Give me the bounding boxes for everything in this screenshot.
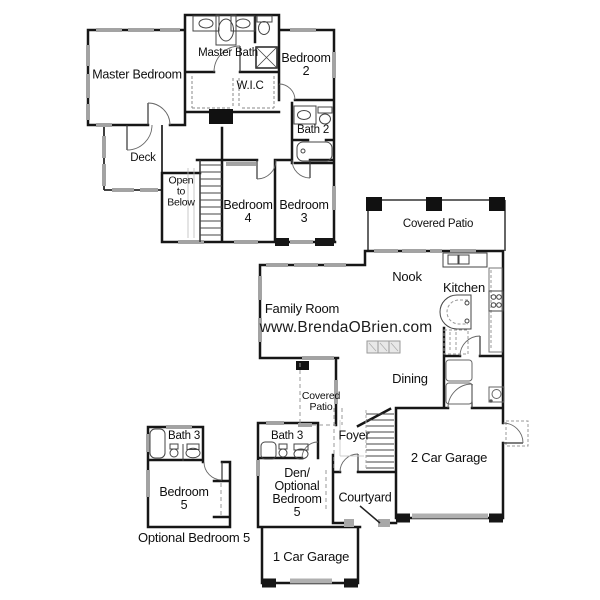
exterior-stoop <box>505 420 529 447</box>
label-optional-bedroom-5-caption: Optional Bedroom 5 <box>137 530 251 546</box>
bath2-counter <box>293 105 317 125</box>
watermark-url: www.BrendaOBrien.com <box>259 318 433 336</box>
label-open-to-below: Open to Below <box>167 174 195 209</box>
module-bath-fixtures <box>149 428 201 461</box>
main-dashed-lines <box>299 363 343 470</box>
upper-door-arcs <box>126 45 311 180</box>
main-door-arcs <box>301 335 524 473</box>
patio-side-pier <box>296 361 309 370</box>
pantry-laundry <box>443 329 505 405</box>
label-bedroom-4: Bedroom 4 <box>223 198 273 225</box>
label-nook: Nook <box>392 269 422 285</box>
label-bedroom-3: Bedroom 3 <box>279 198 329 225</box>
shower-stall <box>255 46 278 69</box>
bath2-toilet-tank <box>317 106 333 114</box>
opt-bath-sink <box>169 448 179 458</box>
bath2-sink <box>297 110 311 120</box>
label-bath-3-optional: Bath 3 <box>167 430 201 443</box>
master-bath-fixtures <box>192 14 278 69</box>
sink-counter-right <box>230 15 256 32</box>
main-windows <box>256 249 476 476</box>
bath3-main-fixtures <box>260 441 309 460</box>
opt-bath-tub <box>149 428 166 459</box>
chimney-block <box>209 109 233 124</box>
garage-door-bands <box>290 513 488 584</box>
kitchen-sink-basin-2 <box>458 254 470 265</box>
label-master-bath: Master Bath <box>198 47 258 60</box>
upper-windows <box>86 28 336 244</box>
label-covered-patio-side: Covered Patio <box>301 390 341 413</box>
sink-counter-left <box>192 15 220 32</box>
patio-column-2 <box>426 197 442 211</box>
toilet-bowl <box>258 21 270 35</box>
sink-basin-right <box>235 18 251 29</box>
label-bedroom-5: Bedroom 5 <box>159 485 209 512</box>
label-bath-3-main: Bath 3 <box>270 430 304 443</box>
range <box>488 290 504 312</box>
label-courtyard: Courtyard <box>338 490 392 505</box>
main-floor-plan <box>222 0 529 588</box>
label-bath-2: Bath 2 <box>296 124 330 137</box>
label-1-car-garage: 1 Car Garage <box>272 549 350 565</box>
module-windows <box>146 425 192 497</box>
bath3-tub <box>260 441 277 460</box>
kitchen-fixtures <box>439 252 504 353</box>
fireplace <box>366 340 401 354</box>
bath3-sink <box>278 448 288 458</box>
courtyard-gate <box>344 505 390 527</box>
label-dining: Dining <box>392 371 428 387</box>
upper-stairs <box>187 160 222 242</box>
label-bedroom-2: Bedroom 2 <box>281 51 331 78</box>
label-deck: Deck <box>130 152 156 165</box>
bath2-tub <box>296 141 333 162</box>
patio-column-3 <box>489 197 505 211</box>
kitchen-island-inner <box>446 299 468 325</box>
master-tub <box>215 14 237 46</box>
label-covered-patio-rear: Covered Patio <box>402 218 474 231</box>
washer <box>445 359 473 382</box>
utility-sink <box>488 386 505 403</box>
utility-sink-basin <box>491 389 502 399</box>
opt-bath-toilet <box>185 447 201 459</box>
upper-floor-plan <box>86 13 359 472</box>
label-2-car-garage: 2 Car Garage <box>410 450 488 466</box>
patio-column-1 <box>366 197 382 211</box>
pantry-shelves <box>443 329 469 355</box>
dryer <box>445 382 473 405</box>
kitchen-sink-counter <box>442 252 488 268</box>
label-wic: W.I.C <box>236 80 264 93</box>
bath3-toilet <box>293 448 309 460</box>
sink-basin-left <box>198 18 214 29</box>
bath2-fixtures <box>293 105 333 162</box>
optional-bedroom-module <box>146 425 232 529</box>
kitchen-sink-basin-1 <box>447 254 459 265</box>
module-door-arc <box>203 461 223 481</box>
label-den: Den/ Optional Bedroom 5 <box>272 466 322 519</box>
garage-piers <box>262 513 503 588</box>
kitchen-island <box>439 294 472 330</box>
label-foyer: Foyer <box>338 428 370 443</box>
label-family-room: Family Room <box>264 301 340 317</box>
master-tub-basin <box>218 18 234 42</box>
label-master-bedroom: Master Bedroom <box>92 67 182 82</box>
label-kitchen: Kitchen <box>443 280 485 296</box>
upper-door-leaves <box>126 46 359 472</box>
wic-shelving <box>191 76 275 109</box>
foyer-stairs <box>339 410 394 470</box>
shower-x <box>255 46 278 69</box>
bath2-toilet-bowl <box>319 113 331 125</box>
bath2-tub-drain <box>300 148 306 154</box>
